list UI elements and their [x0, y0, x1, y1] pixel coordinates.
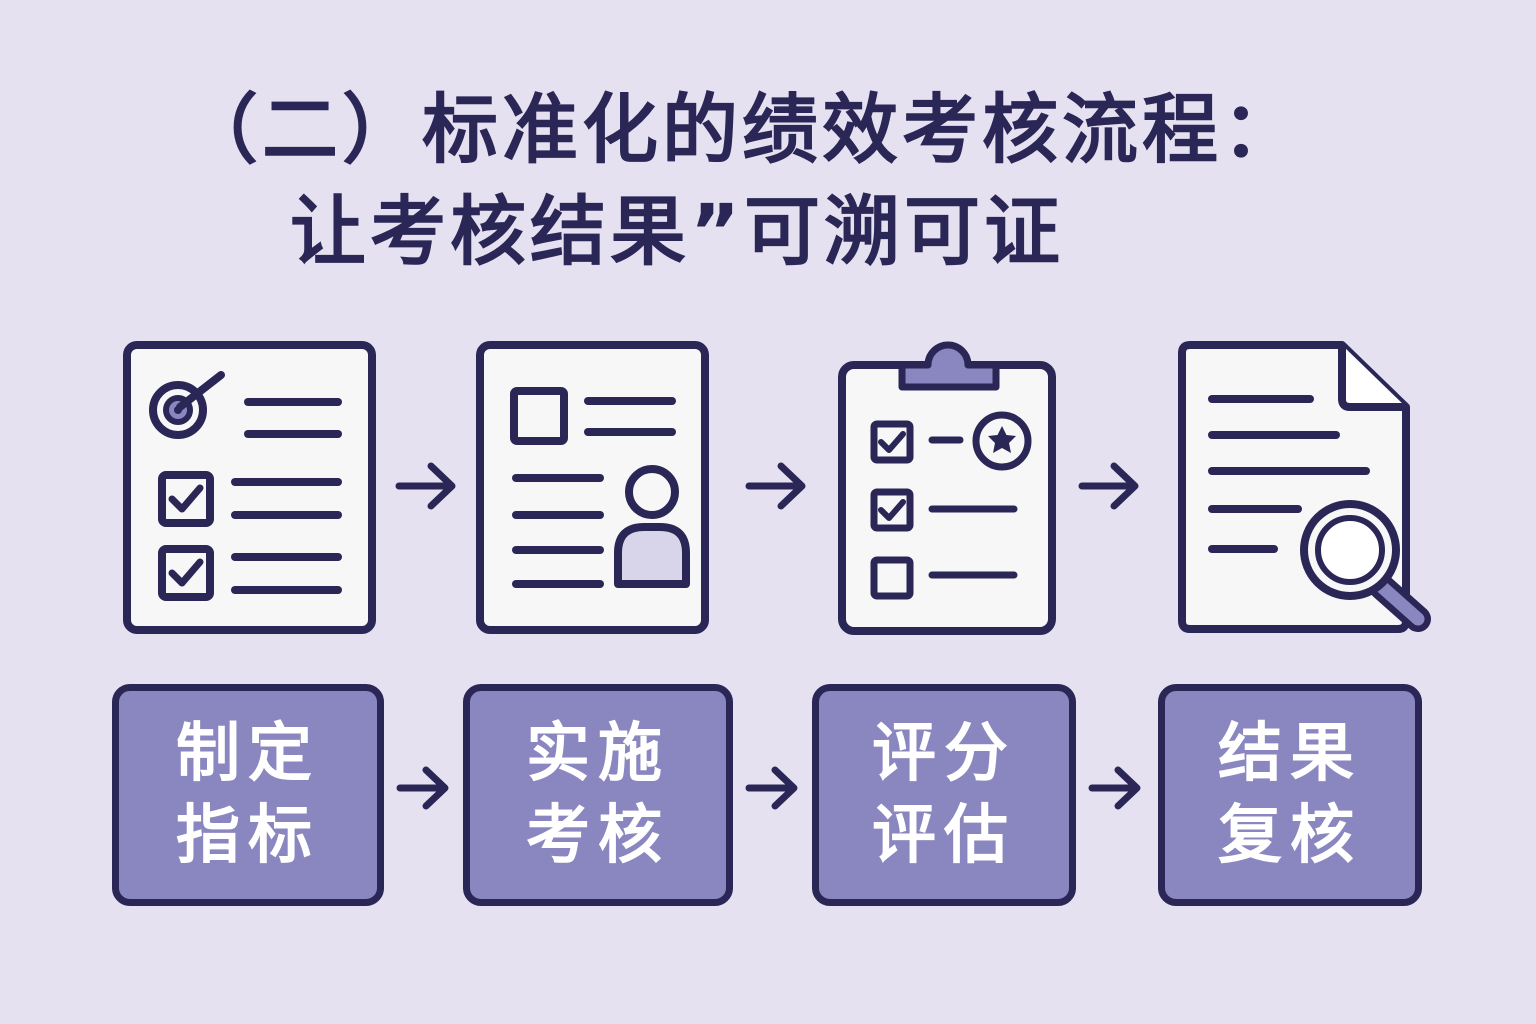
- step-3-line-1: 评分: [872, 717, 1016, 791]
- arrow-right-icon: [395, 462, 456, 510]
- step-1-line-1: 制定: [176, 717, 320, 791]
- step-4-line-2: 复核: [1218, 799, 1362, 873]
- step-define-indicators: 制定 指标: [112, 684, 384, 906]
- profile-document-icon: [476, 341, 709, 634]
- step-scoring-evaluation: 评分 评估: [812, 684, 1076, 906]
- arrow-right-icon: [745, 766, 798, 810]
- step-4-line-1: 结果: [1218, 717, 1362, 791]
- step-3-line-2: 评估: [872, 799, 1016, 873]
- title-line-2: 让考核结果”可溯可证: [290, 187, 1064, 276]
- clipboard-rating-icon: [838, 341, 1056, 635]
- arrow-right-icon: [745, 462, 806, 510]
- step-1-line-2: 指标: [176, 799, 320, 873]
- step-2-line-1: 实施: [526, 717, 670, 791]
- step-conduct-assessment: 实施 考核: [463, 684, 733, 906]
- arrow-right-icon: [1088, 766, 1141, 810]
- arrow-right-icon: [396, 766, 449, 810]
- title-line-1: （二）标准化的绩效考核流程：: [182, 85, 1302, 174]
- arrow-right-icon: [1078, 462, 1139, 510]
- target-checklist-icon: [123, 341, 376, 634]
- step-2-line-2: 考核: [526, 799, 670, 873]
- document-magnifier-icon: [1178, 341, 1431, 633]
- step-result-review: 结果 复核: [1158, 684, 1422, 906]
